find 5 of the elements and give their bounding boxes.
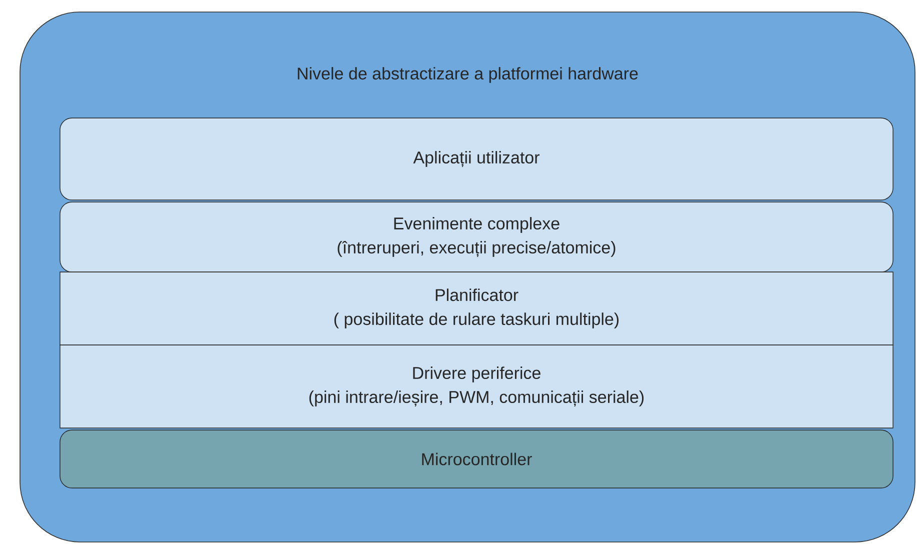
- layer-box: Evenimente complexe (întreruperi, execuții precise/atomice): [60, 202, 894, 272]
- layer-box: Aplicații utilizator: [60, 118, 894, 200]
- layer-box: Drivere periferice (pini intrare/ieșire, PWM, comunicații seriale): [60, 344, 894, 428]
- layer-box: Planificator ( posibilitate de rulare taskuri multiple): [60, 272, 894, 346]
- layer-box: Microcontroller: [60, 430, 894, 488]
